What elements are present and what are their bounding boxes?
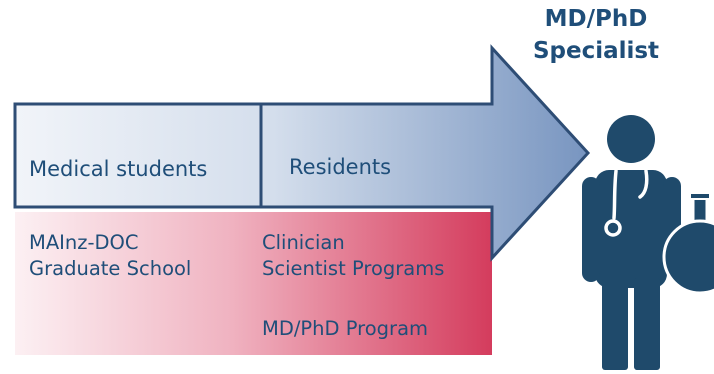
flask-icon <box>662 192 714 295</box>
stage-label-residents: Residents <box>289 155 392 179</box>
program-label-mdphd: MD/PhD Program <box>262 317 429 340</box>
target-title: MD/PhD Specialist <box>496 4 696 67</box>
stethoscope-icon <box>604 169 649 237</box>
progression-arrow <box>13 44 591 262</box>
program-clinician-line2: Scientist Programs <box>262 256 445 280</box>
stage-label-medical-students: Medical students <box>29 157 208 181</box>
program-clinician-line1: Clinician <box>262 231 345 254</box>
program-mainz-line1: MAInz-DOC <box>29 231 139 254</box>
program-label-mainz-doc: MAInz-DOC Graduate School <box>29 230 191 282</box>
programs-band <box>15 212 492 355</box>
program-label-clinician-scientist: Clinician Scientist Programs <box>262 230 444 282</box>
target-title-line1: MD/PhD <box>544 6 648 32</box>
target-title-line2: Specialist <box>532 37 660 64</box>
program-mainz-line2: Graduate School <box>29 256 192 280</box>
